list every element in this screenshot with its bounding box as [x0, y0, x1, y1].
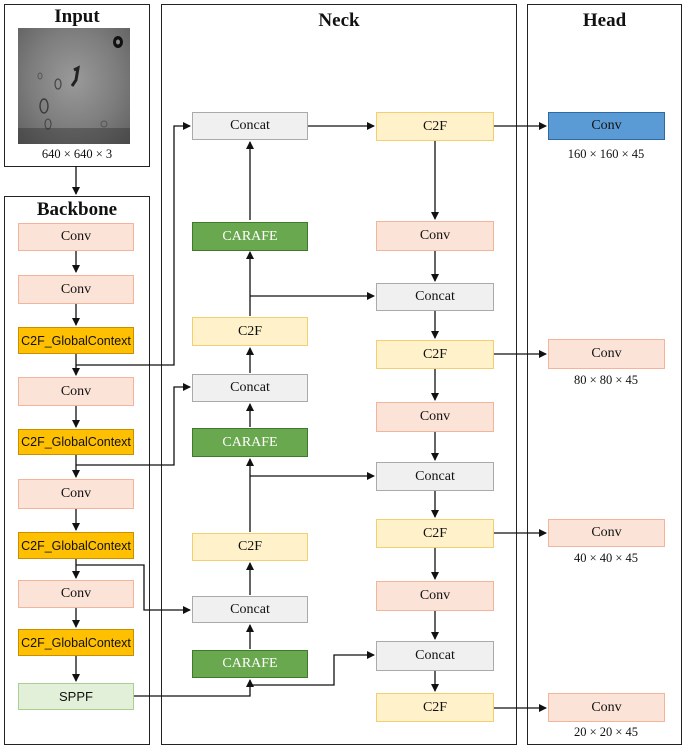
- backbone-conv-4: Conv: [18, 479, 134, 509]
- neck-concat-right-3: Concat: [376, 641, 494, 671]
- neck-conv-right-3: Conv: [376, 581, 494, 611]
- neck-concat-right-2: Concat: [376, 462, 494, 491]
- backbone-conv-3: Conv: [18, 377, 134, 406]
- neck-title: Neck: [318, 10, 360, 31]
- neck-concat-top: Concat: [192, 112, 308, 140]
- neck-concat-low: Concat: [192, 596, 308, 623]
- neck-panel: [161, 4, 517, 745]
- neck-c2f-lower: C2F: [192, 533, 308, 561]
- backbone-sppf: SPPF: [18, 683, 134, 710]
- neck-conv-right-1: Conv: [376, 221, 494, 251]
- head-dim-3: 40 × 40 × 45: [573, 551, 639, 565]
- backbone-c2f-globalcontext-1: C2F_GlobalContext: [18, 327, 134, 354]
- backbone-c2f-globalcontext-3: C2F_GlobalContext: [18, 532, 134, 559]
- head-conv-1: Conv: [548, 112, 665, 140]
- input-title: Input: [54, 6, 100, 27]
- neck-c2f-right-4: C2F: [376, 693, 494, 722]
- head-conv-2: Conv: [548, 339, 665, 369]
- backbone-c2f-globalcontext-2: C2F_GlobalContext: [18, 429, 134, 455]
- neck-carafe-mid: CARAFE: [192, 428, 308, 457]
- neck-concat-mid: Concat: [192, 374, 308, 402]
- neck-carafe-top: CARAFE: [192, 222, 308, 251]
- neck-c2f-right-3: C2F: [376, 519, 494, 548]
- head-dim-1: 160 × 160 × 45: [567, 147, 645, 161]
- neck-c2f-right-1: C2F: [376, 112, 494, 141]
- head-panel: [527, 4, 682, 745]
- neck-conv-right-2: Conv: [376, 402, 494, 432]
- backbone-title: Backbone: [36, 199, 118, 220]
- input-image: [18, 28, 130, 144]
- backbone-panel: [4, 196, 150, 745]
- backbone-conv-2: Conv: [18, 275, 134, 304]
- head-title: Head: [582, 10, 627, 31]
- head-conv-4: Conv: [548, 693, 665, 722]
- head-dim-2: 80 × 80 × 45: [573, 373, 639, 387]
- neck-c2f-upper: C2F: [192, 317, 308, 346]
- backbone-conv-1: Conv: [18, 223, 134, 251]
- input-panel: [4, 4, 150, 167]
- neck-carafe-low: CARAFE: [192, 650, 308, 678]
- head-conv-3: Conv: [548, 519, 665, 547]
- head-dim-4: 20 × 20 × 45: [573, 725, 639, 739]
- input-dim-label: 640 × 640 × 3: [41, 147, 113, 161]
- neck-c2f-right-2: C2F: [376, 340, 494, 369]
- backbone-conv-5: Conv: [18, 580, 134, 608]
- backbone-c2f-globalcontext-4: C2F_GlobalContext: [18, 629, 134, 656]
- neck-concat-right-1: Concat: [376, 283, 494, 311]
